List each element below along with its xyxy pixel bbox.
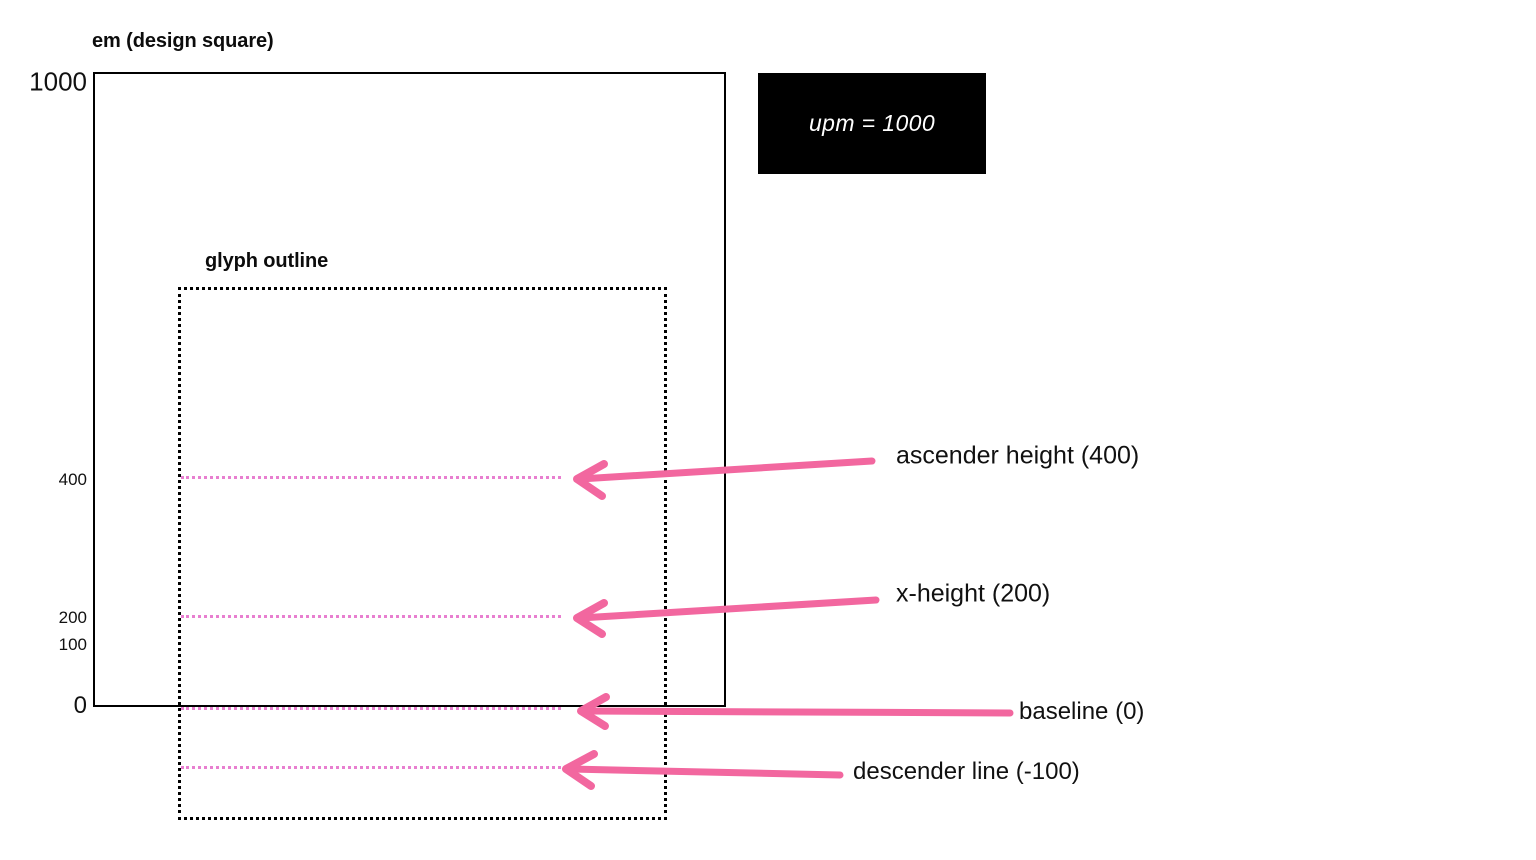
axis-tick-200: 200 (58, 608, 87, 627)
axis-tick-0: 0 (73, 692, 87, 719)
axis-tick-400: 400 (58, 470, 87, 489)
metric-line-x-height (181, 615, 561, 618)
label-baseline: baseline (0) (1019, 698, 1145, 725)
em-design-square (93, 72, 726, 707)
label-x-height: x-height (200) (896, 579, 1051, 608)
em-square-title: em (design square) (92, 30, 274, 52)
metric-line-ascender-height (181, 476, 561, 479)
glyph-outline-title: glyph outline (205, 250, 329, 272)
upm-info-box: upm = 1000 (758, 73, 986, 174)
glyph-outline-box (178, 287, 667, 820)
upm-info-text: upm = 1000 (808, 110, 936, 136)
metric-line-descender (181, 766, 561, 769)
metric-line-baseline (181, 707, 561, 710)
label-descender-line: descender line (-100) (853, 758, 1080, 785)
axis-tick-100: 100 (58, 635, 87, 654)
label-ascender-height: ascender height (400) (896, 441, 1140, 470)
axis-tick-1000: 1000 (29, 66, 87, 97)
